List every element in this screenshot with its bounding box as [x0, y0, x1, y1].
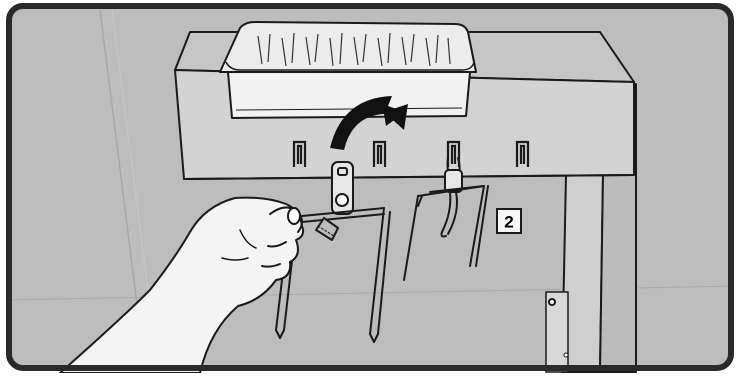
step-label-badge: 2 [497, 209, 521, 233]
drip-tray-with-bristles-icon [220, 22, 476, 118]
step-number: 2 [504, 213, 513, 232]
